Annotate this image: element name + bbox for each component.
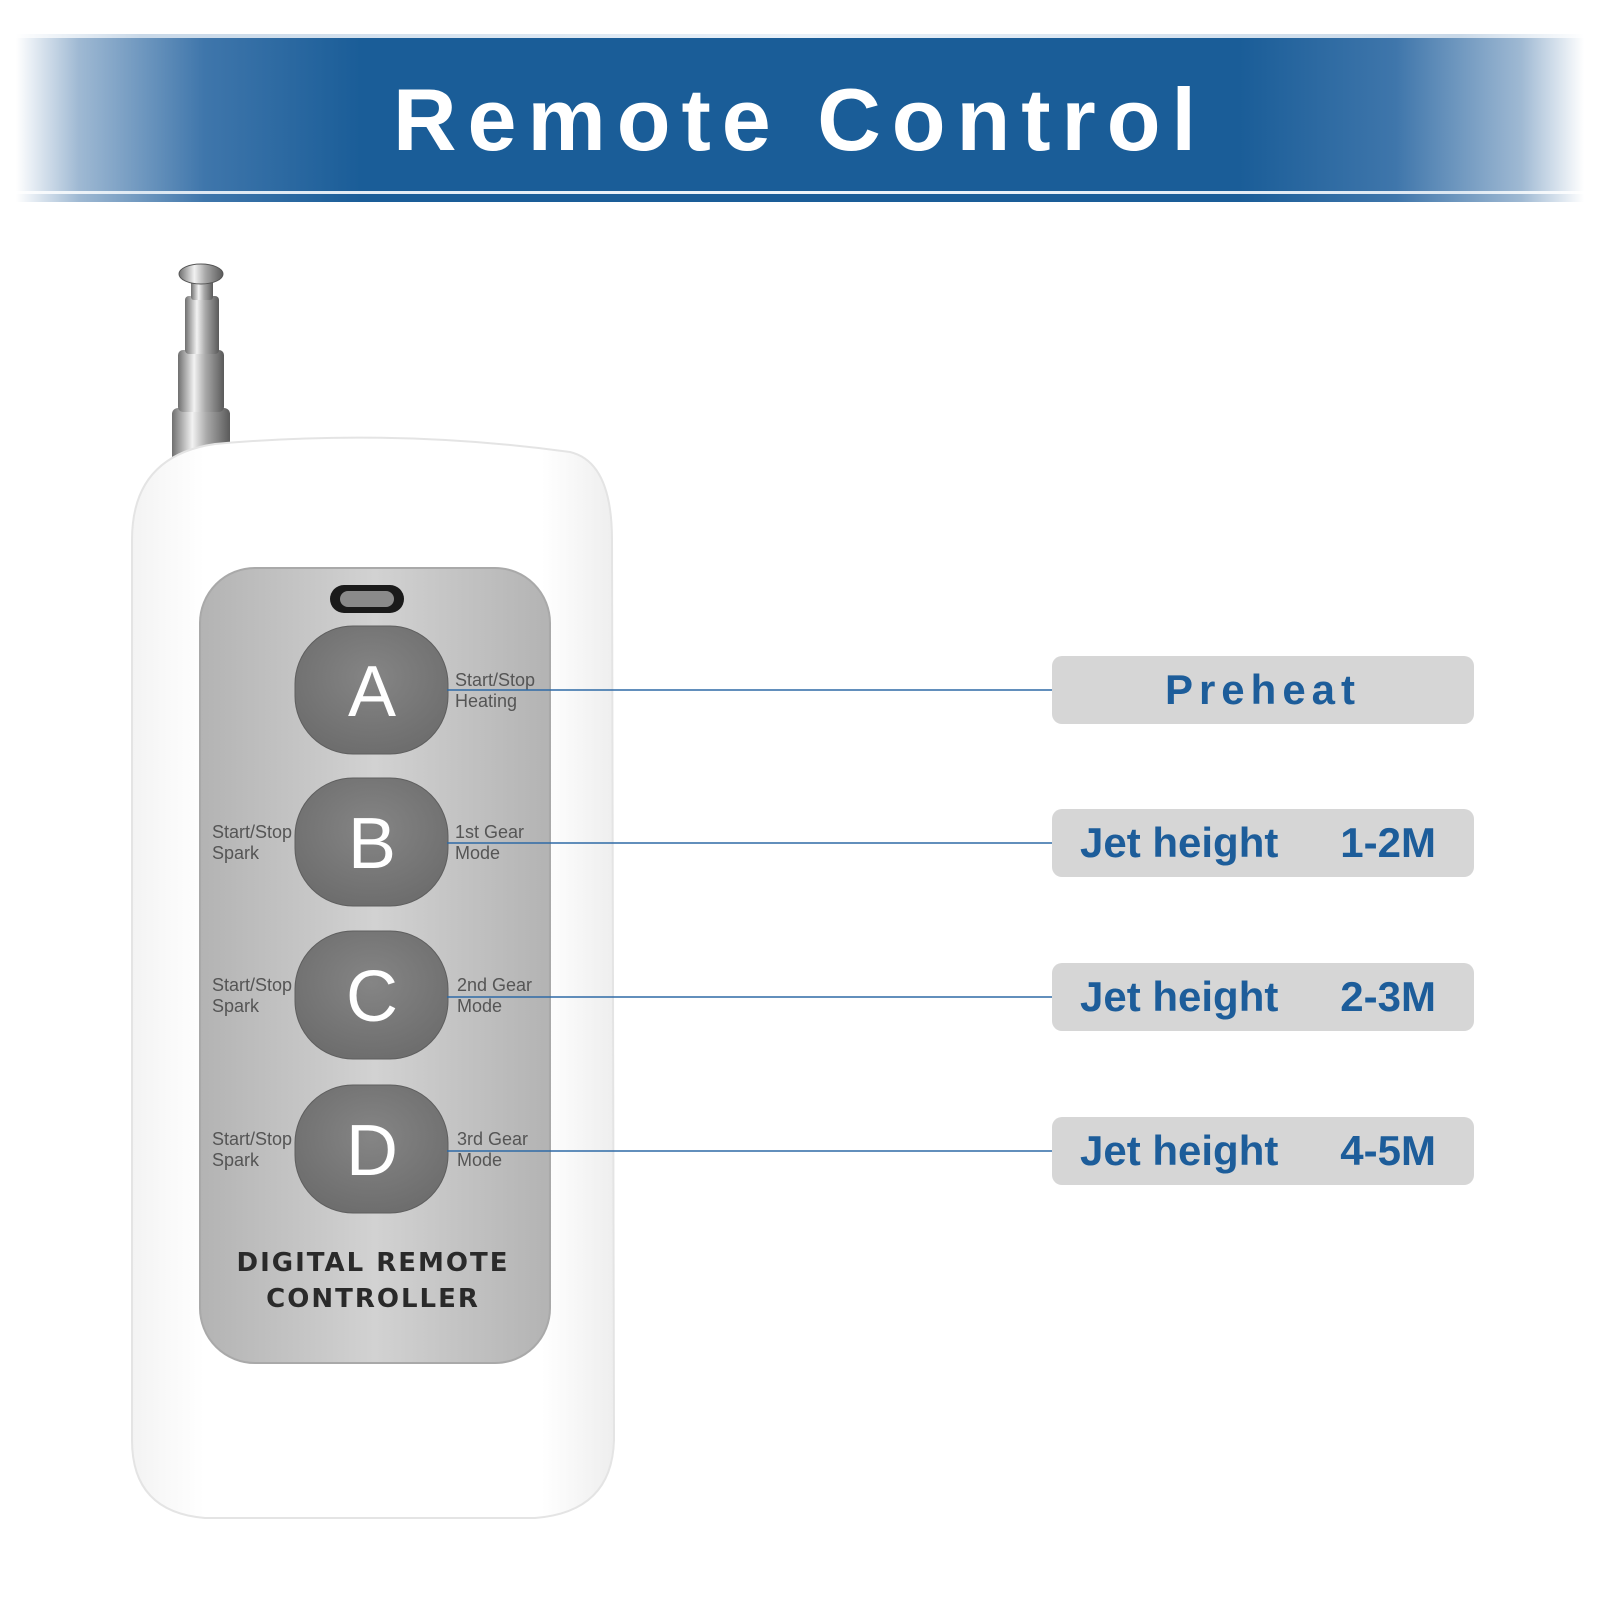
svg-text:A: A [348,652,396,732]
function-label-jet-2: Jet height 2-3M [1052,963,1474,1031]
remote-button-c[interactable]: C [294,930,449,1060]
brand-line-2: CONTROLLER [266,1284,480,1314]
antenna [172,263,230,476]
remote-button-d[interactable]: D [294,1084,449,1214]
led-indicator [330,585,404,613]
button-b-left-label-2: Spark [212,843,260,863]
function-label-jet-1: Jet height 1-2M [1052,809,1474,877]
button-d-right-label-2: Mode [457,1150,502,1170]
header-banner: Remote Control [16,34,1584,202]
function-value-text: 1-2M [1340,819,1436,866]
button-d-left-label-2: Spark [212,1150,260,1170]
button-a-right-label-1: Start/Stop [455,670,535,690]
svg-text:B: B [348,804,396,884]
button-c-left-label-1: Start/Stop [212,975,292,995]
function-label-text: Jet height [1080,1127,1279,1174]
svg-text:C: C [346,957,398,1037]
button-b-left-label-1: Start/Stop [212,822,292,842]
function-value-text: 4-5M [1340,1127,1436,1174]
button-c-right-label-2: Mode [457,996,502,1016]
function-label-preheat: Preheat [1052,656,1474,724]
function-label-text: Preheat [1164,666,1362,713]
button-b-right-label-1: 1st Gear [455,822,524,842]
function-label-text: Jet height [1080,819,1279,866]
svg-text:D: D [346,1111,398,1191]
brand-line-1: DIGITAL REMOTE [237,1248,510,1278]
page-title: Remote Control [393,70,1207,169]
function-label-text: Jet height [1080,973,1279,1020]
function-label-jet-3: Jet height 4-5M [1052,1117,1474,1185]
button-d-right-label-1: 3rd Gear [457,1129,528,1149]
button-b-right-label-2: Mode [455,843,500,863]
remote-button-a[interactable]: A [294,625,449,755]
button-d-left-label-1: Start/Stop [212,1129,292,1149]
button-c-right-label-1: 2nd Gear [457,975,532,995]
button-c-left-label-2: Spark [212,996,260,1016]
remote-button-b[interactable]: B [294,777,449,907]
button-a-right-label-2: Heating [455,691,517,711]
function-value-text: 2-3M [1340,973,1436,1020]
